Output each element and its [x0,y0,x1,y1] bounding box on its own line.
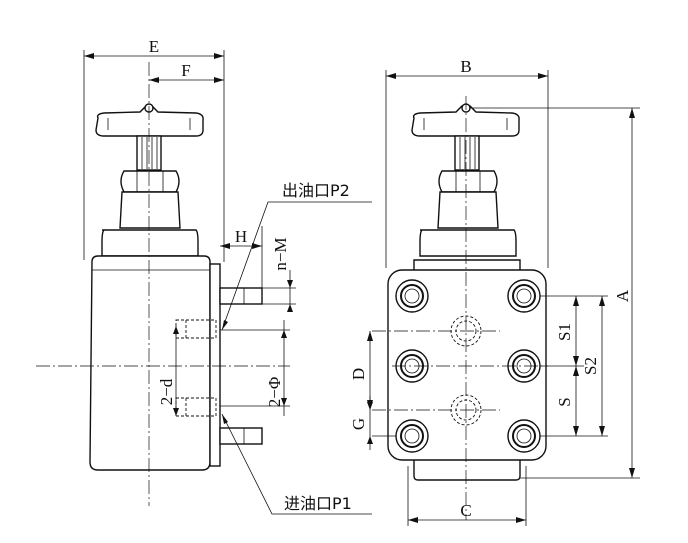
side-hex-nut [120,170,180,193]
dim-2d-label: 2−d [157,378,176,405]
dim-S1-label: S1 [555,323,574,341]
dim-B-label: B [460,57,471,76]
dim-G-label: G [349,418,368,430]
side-stud-bottom [219,427,263,445]
dim-F-label: F [181,61,190,80]
dim-S2-label: S2 [581,357,600,375]
dim-nM-label: n−M [271,237,290,270]
side-handwheel [95,105,204,137]
front-flange [387,269,547,461]
front-bonnet [437,191,499,229]
dim-H-label: H [235,227,247,246]
side-bonnet-cap [101,229,199,257]
dim-S-label: S [555,397,574,406]
inlet-label: 进油口P1 [284,494,352,513]
front-handwheel [411,105,520,137]
front-view: B A C D G S1 [349,57,640,526]
side-view: E F H n−M 2−d 2−Φ 出油口P2 [36,37,372,515]
side-body [89,255,211,471]
front-hex-nut [438,170,498,193]
side-mount-face [209,263,221,467]
side-bonnet [119,191,181,229]
dim-D-label: D [349,368,368,380]
dim-E-label: E [149,37,159,56]
front-bonnet-cap [419,229,517,257]
dim-2phi-label: 2−Φ [265,377,284,408]
outlet-label: 出油口P2 [282,181,350,200]
dim-A-label: A [613,289,632,302]
dim-C-label: C [460,501,471,520]
side-stud-top [219,287,263,305]
